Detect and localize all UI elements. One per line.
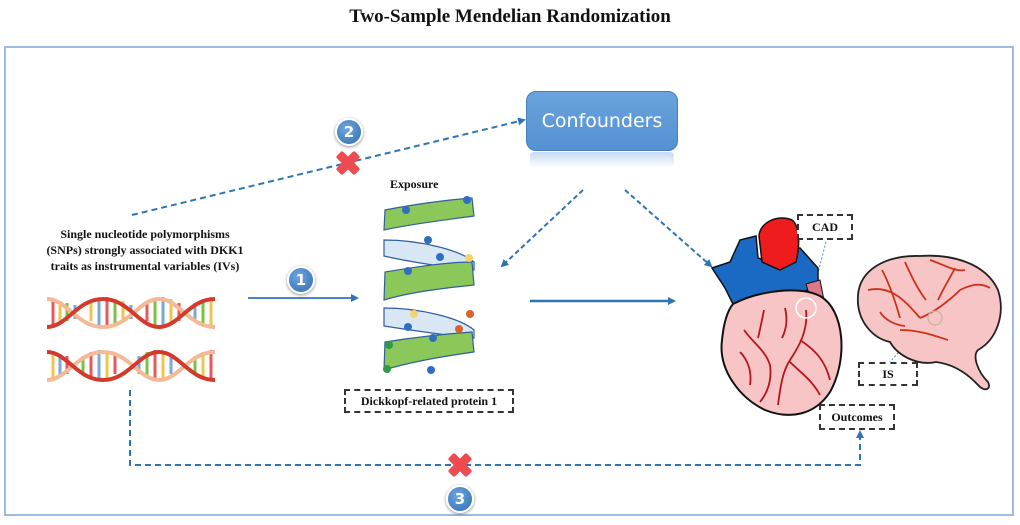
confounders-reflection (530, 152, 674, 168)
confounders-box: Confounders (526, 91, 678, 151)
iv-text-line-1: Single nucleotide polymorphisms (60, 227, 230, 241)
iv-text-line-3: traits as instrumental variables (IVs) (50, 259, 240, 273)
exposure-heading: Exposure (390, 177, 439, 191)
cross-icon-3 (448, 453, 472, 477)
is-label-box: IS (858, 362, 918, 386)
cross-icon-2 (336, 151, 360, 175)
iv-text-line-2: (SNPs) strongly associated with DKK1 (46, 243, 244, 257)
arrow-ivs-to-confounders (131, 117, 526, 216)
diagram-title: Two-Sample Mendelian Randomization (349, 6, 671, 27)
instrumental-variables-label: Single nucleotide polymorphisms (SNPs) s… (20, 226, 270, 274)
exposure-label-box: Dickkopf-related protein 1 (344, 389, 514, 413)
assumption-badge-3: 3 (446, 485, 474, 513)
assumption-badge-1: 1 (287, 266, 315, 294)
arrow-ivs-to-outcomes (129, 390, 864, 466)
cad-label-box: CAD (797, 214, 853, 240)
outcomes-label-box: Outcomes (819, 404, 895, 430)
assumption-badge-2: 2 (335, 118, 363, 146)
arrow-confounders-to-outcome (624, 189, 713, 268)
diagram-frame (4, 46, 1014, 516)
arrow-confounders-to-exposure (500, 189, 584, 268)
